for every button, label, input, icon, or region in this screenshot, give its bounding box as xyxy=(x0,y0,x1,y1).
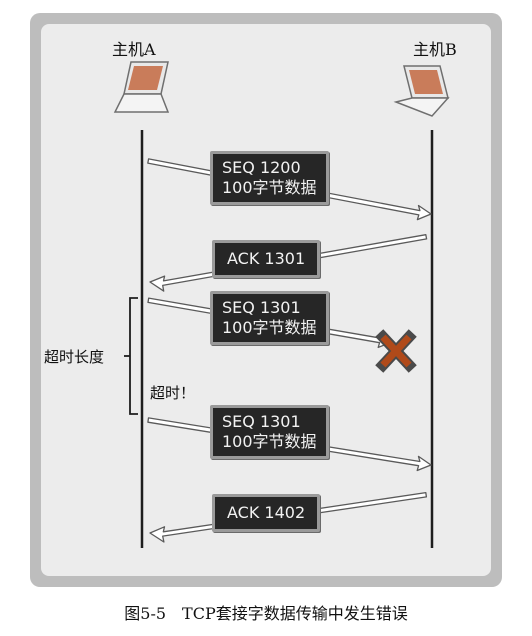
message-seq-text: SEQ 1301 xyxy=(222,412,301,431)
message-box-ack-1301: ACK 1301 xyxy=(212,240,321,278)
message-ack-text: ACK 1402 xyxy=(227,503,306,522)
laptop-icon xyxy=(393,65,450,117)
message-box-seq-1301-lost: SEQ 1301 100字节数据 xyxy=(210,291,329,345)
timeout-label: 超时！ xyxy=(150,384,196,402)
message-seq-text: SEQ 1301 xyxy=(222,298,301,317)
message-payload-text: 100字节数据 xyxy=(222,432,317,451)
message-ack-text: ACK 1301 xyxy=(227,249,306,268)
host-b-label: 主机B xyxy=(413,40,457,59)
message-payload-text: 100字节数据 xyxy=(222,318,317,337)
timeout-bracket xyxy=(129,297,138,415)
figure-caption: 图5-5 TCP套接字数据传输中发生错误 xyxy=(124,604,408,623)
laptop-icon xyxy=(113,61,170,113)
message-payload-text: 100字节数据 xyxy=(222,178,317,197)
message-box-seq-1200: SEQ 1200 100字节数据 xyxy=(210,151,329,205)
message-seq-text: SEQ 1200 xyxy=(222,158,301,177)
host-a-label: 主机A xyxy=(112,40,156,59)
timeout-length-label: 超时长度 xyxy=(44,348,105,366)
message-box-seq-1301-resend: SEQ 1301 100字节数据 xyxy=(210,405,329,459)
lost-packet-icon xyxy=(375,329,417,373)
message-box-ack-1402: ACK 1402 xyxy=(212,494,321,532)
